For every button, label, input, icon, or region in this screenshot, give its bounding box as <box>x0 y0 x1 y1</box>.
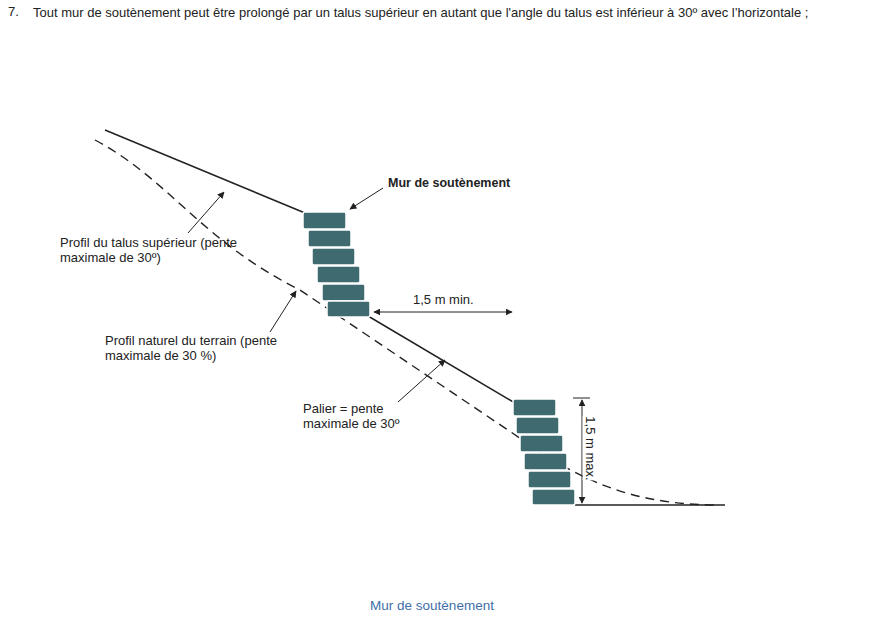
upper-slope <box>105 130 305 213</box>
slope-label: Profil du talus supérieur (pente maximal… <box>60 235 240 265</box>
list-number: 7. <box>8 4 19 19</box>
lower-wall <box>513 399 575 505</box>
upper-wall <box>303 212 370 317</box>
wall-label: Mur de soutènement <box>388 176 510 191</box>
palier-slope <box>368 316 515 403</box>
dimension-label: 1,5 m max. <box>582 416 597 480</box>
natural-profile <box>95 140 720 505</box>
dimension-tick <box>573 398 590 399</box>
leader-line <box>350 188 383 209</box>
dimension-line <box>374 312 512 313</box>
figure-caption: Mur de soutènement <box>370 598 494 613</box>
dimension-label: 1,5 m min. <box>413 292 474 307</box>
leader-line <box>188 192 224 233</box>
ground-line <box>575 504 725 506</box>
palier-label: Palier = pente maximale de 30º <box>303 401 421 431</box>
leader-line <box>270 291 296 332</box>
terrain-label: Profil naturel du terrain (pente maximal… <box>105 333 290 363</box>
note-text: Tout mur de soutènement peut être prolon… <box>33 4 883 21</box>
leader-line <box>398 360 445 402</box>
